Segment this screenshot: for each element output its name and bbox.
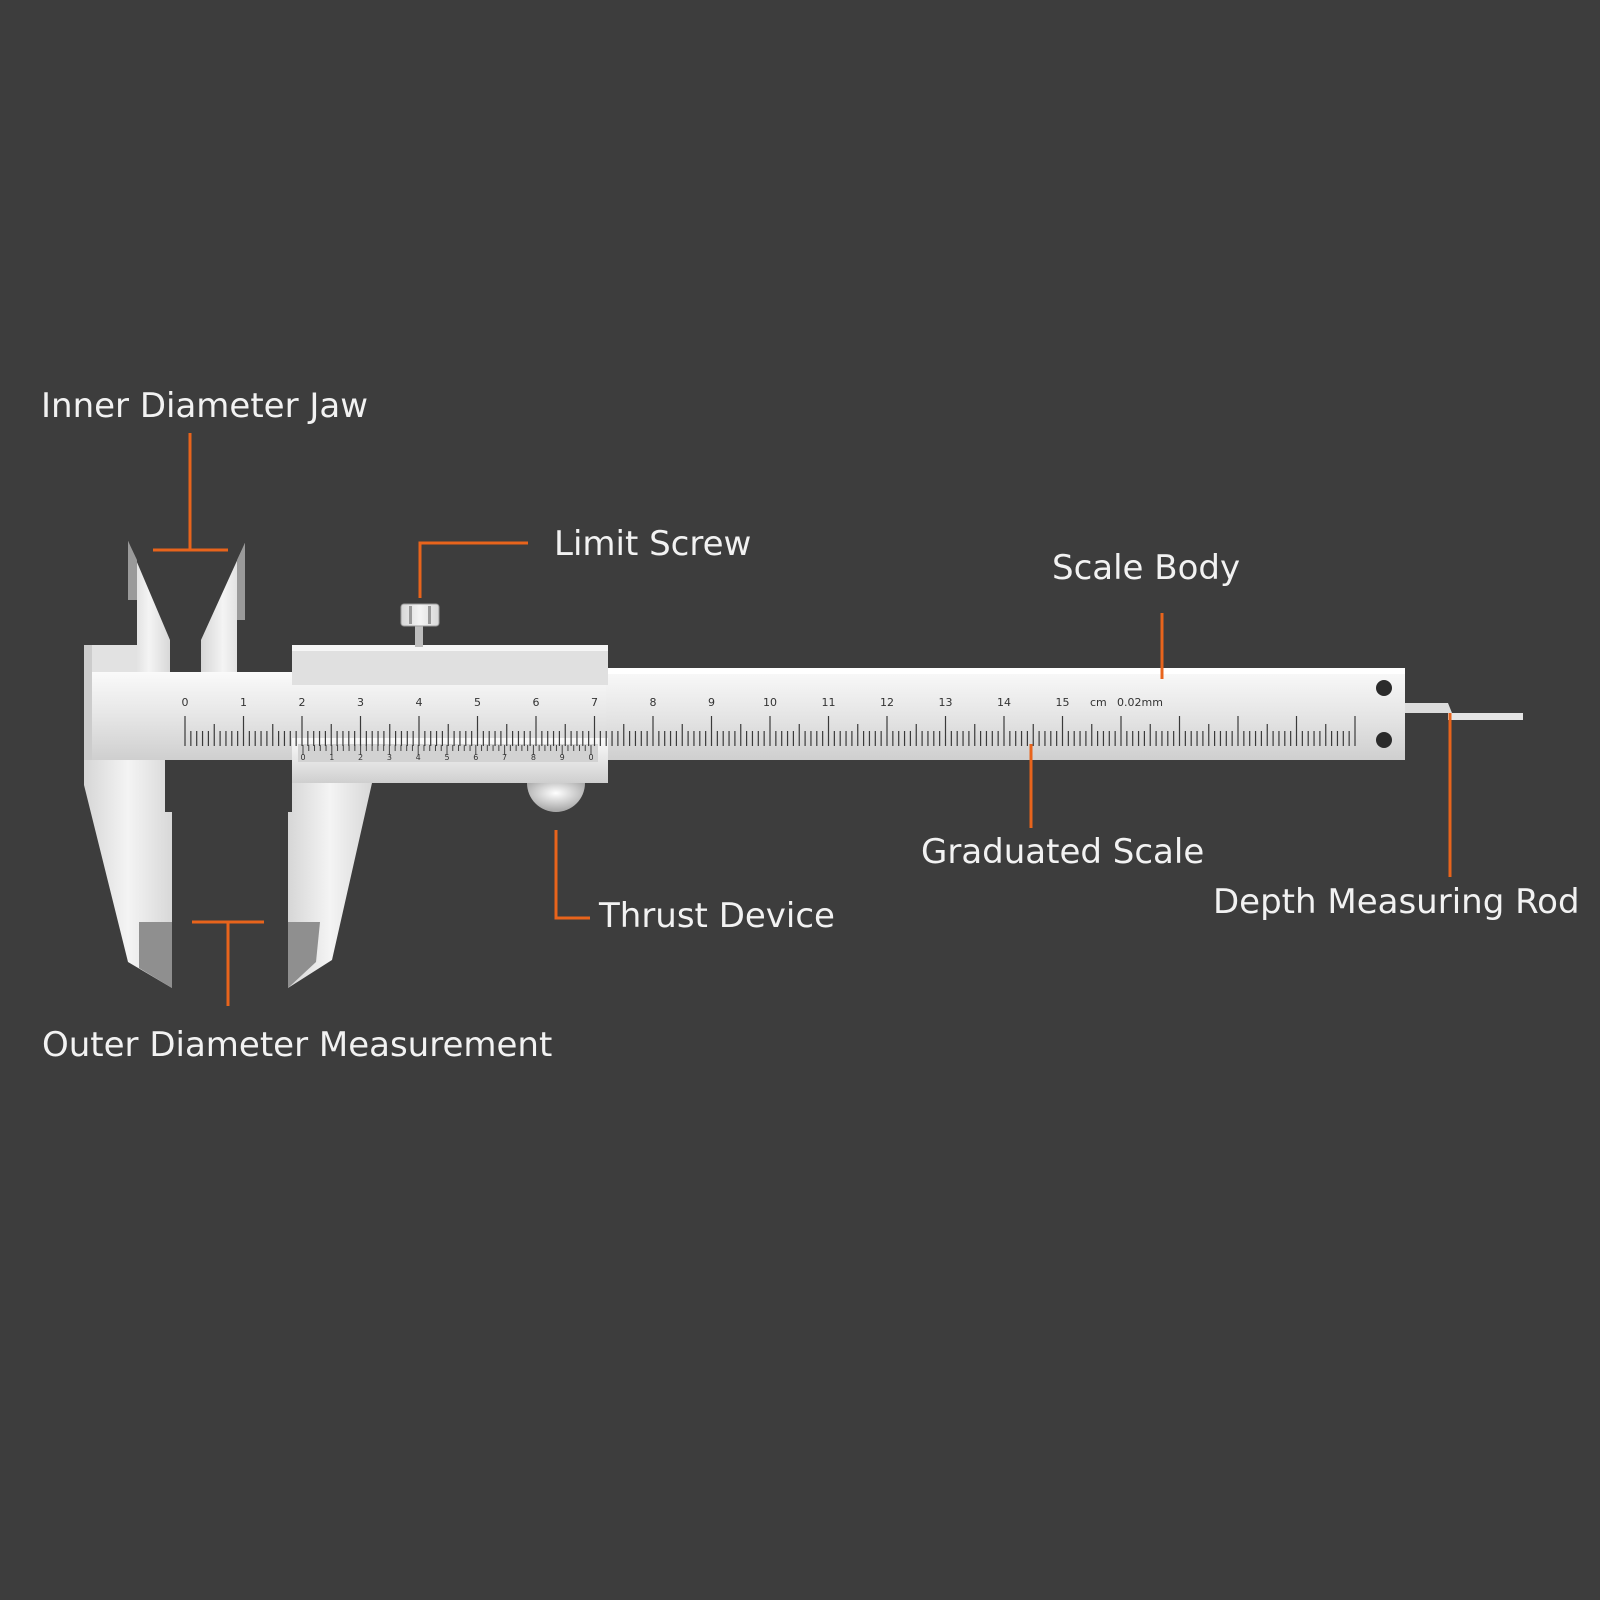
sliding-outer-jaw xyxy=(288,783,372,988)
label-inner-diameter-jaw: Inner Diameter Jaw xyxy=(41,386,369,426)
leader-thrust-device xyxy=(554,830,590,920)
label-scale-body: Scale Body xyxy=(1052,548,1241,588)
main-scale-number: 0 xyxy=(182,696,189,709)
main-scale-number: 5 xyxy=(474,696,481,709)
vernier-number: 5 xyxy=(444,753,449,762)
main-scale-number: 3 xyxy=(357,696,364,709)
vernier-number: 1 xyxy=(329,753,334,762)
depth-measuring-rod xyxy=(1405,703,1523,720)
vernier-scale xyxy=(302,745,592,755)
sliding-vernier xyxy=(292,645,608,783)
vernier-number: 6 xyxy=(473,753,478,762)
vernier-number: 9 xyxy=(560,753,565,762)
main-scale-number: 9 xyxy=(708,696,715,709)
main-scale-number: 14 xyxy=(997,696,1011,709)
vernier-scale-numbers: 0 1 2 3 4 5 6 7 8 9 0 xyxy=(300,753,593,762)
main-scale-number: 6 xyxy=(533,696,540,709)
vernier-number: 4 xyxy=(416,753,421,762)
vernier-number: 0 xyxy=(300,753,305,762)
leader-limit-screw xyxy=(418,541,528,598)
fixed-outer-jaw xyxy=(84,760,172,988)
leader-lines xyxy=(153,433,1452,1006)
vernier-number: 0 xyxy=(588,753,593,762)
label-thrust-device: Thrust Device xyxy=(599,896,835,936)
scale-precision: 0.02mm xyxy=(1117,696,1163,709)
main-scale-number: 4 xyxy=(416,696,423,709)
main-scale-number: 10 xyxy=(763,696,777,709)
thrust-device xyxy=(527,783,585,812)
scale-unit: cm xyxy=(1090,696,1107,709)
limit-screw xyxy=(400,603,440,647)
main-scale-number: 12 xyxy=(880,696,894,709)
main-scale-number: 7 xyxy=(591,696,598,709)
label-limit-screw: Limit Screw xyxy=(554,524,752,564)
label-graduated-scale: Graduated Scale xyxy=(921,832,1205,872)
main-scale-number: 13 xyxy=(939,696,953,709)
scale-body xyxy=(600,668,1405,760)
vernier-number: 3 xyxy=(387,753,392,762)
main-scale-number: 11 xyxy=(822,696,836,709)
main-scale-number: 15 xyxy=(1056,696,1070,709)
main-scale-number: 1 xyxy=(240,696,247,709)
vernier-number: 8 xyxy=(531,753,536,762)
vernier-number: 7 xyxy=(502,753,507,762)
fixed-inner-jaw xyxy=(128,541,170,672)
vernier-number: 2 xyxy=(358,753,363,762)
main-scale-number: 2 xyxy=(299,696,306,709)
label-depth-measuring-rod: Depth Measuring Rod xyxy=(1213,882,1580,922)
graduated-scale xyxy=(184,716,1356,746)
label-outer-diameter-measurement: Outer Diameter Measurement xyxy=(42,1025,553,1065)
main-scale-number: 8 xyxy=(650,696,657,709)
sliding-inner-jaw xyxy=(201,543,245,672)
